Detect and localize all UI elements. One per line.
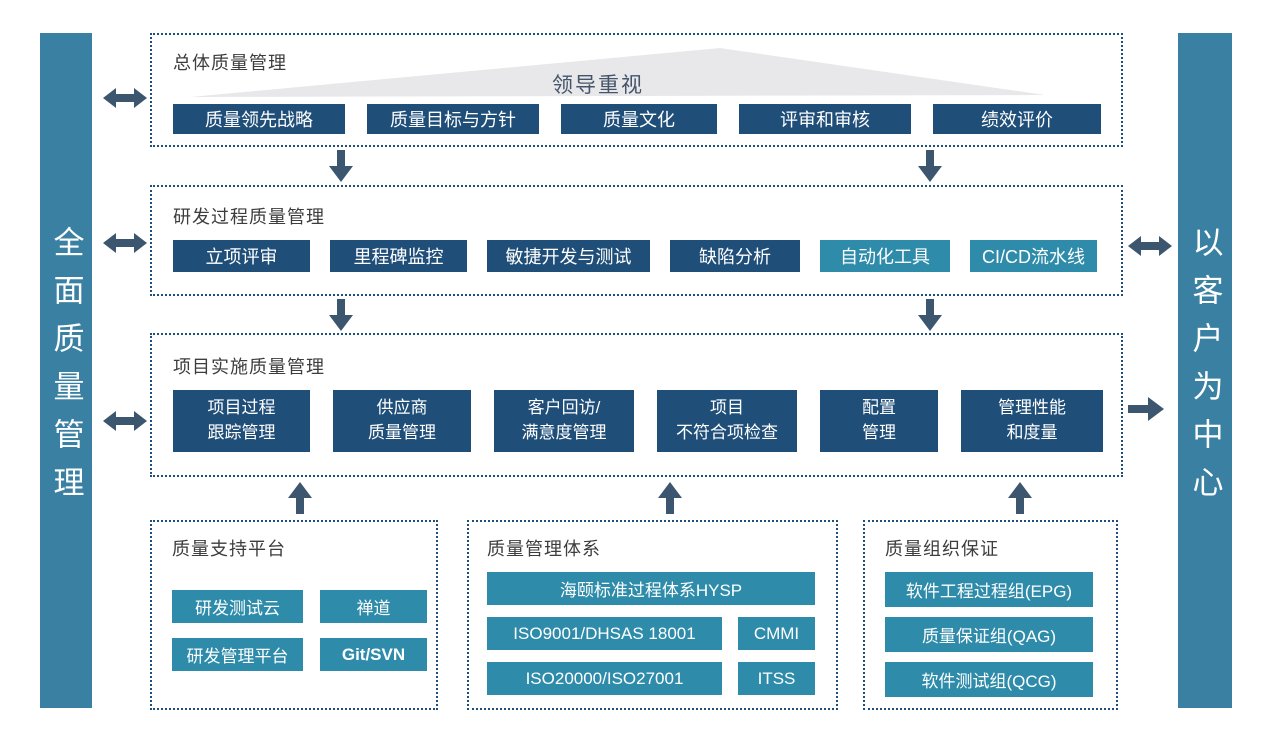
block-supplier-quality: 供应商 质量管理 (333, 390, 471, 452)
block-line: 跟踪管理 (207, 423, 276, 442)
panel-project-implementation-quality: 项目实施质量管理 项目过程 跟踪管理 供应商 质量管理 客户回访/ 满意度管理 … (150, 333, 1123, 477)
block-project-initiation-review: 立项评审 (173, 240, 310, 272)
panel-rnd-title: 研发过程质量管理 (173, 207, 325, 227)
overall-items-row: 质量领先战略 质量目标与方针 质量文化 评审和审核 绩效评价 (173, 104, 1101, 134)
block-line: 和度量 (1006, 423, 1058, 442)
block-project-process-tracking: 项目过程 跟踪管理 (173, 390, 310, 452)
system-row-2: ISO20000/ISO27001 ITSS (487, 662, 815, 695)
rnd-items-row: 立项评审 里程碑监控 敏捷开发与测试 缺陷分析 自动化工具 CI/CD流水线 (173, 240, 1097, 272)
org-row-1: 软件工程过程组(EPG) (885, 572, 1093, 607)
block-iso20000-iso27001: ISO20000/ISO27001 (487, 662, 722, 695)
block-line: 不符合项检查 (676, 423, 778, 442)
block-nonconformance-check: 项目 不符合项检查 (657, 390, 797, 452)
block-line: 满意度管理 (521, 423, 607, 442)
down-arrow-icon (918, 150, 942, 182)
block-performance-measurement: 管理性能 和度量 (961, 390, 1103, 452)
block-rnd-management-platform: 研发管理平台 (172, 638, 303, 671)
up-arrow-icon (658, 482, 682, 514)
platform-row-1: 研发测试云 禅道 (172, 590, 427, 623)
block-iso9001-dhsas: ISO9001/DHSAS 18001 (487, 617, 722, 650)
down-arrow-icon (329, 150, 353, 182)
double-arrow-icon (103, 409, 147, 433)
block-line: 配置 (862, 398, 896, 418)
block-performance-evaluation: 绩效评价 (933, 104, 1101, 134)
double-arrow-icon (103, 231, 147, 255)
block-line: 管理 (862, 423, 896, 442)
panel-platform-title: 质量支持平台 (172, 539, 286, 559)
leadership-banner: 领导重视 (552, 74, 644, 97)
right-bar-customer-centric: 以客户为中心 (1178, 33, 1232, 708)
block-line: 供应商 (376, 398, 428, 418)
right-bar-label: 以客户为中心 (1187, 226, 1223, 515)
block-milestone-monitoring: 里程碑监控 (330, 240, 467, 272)
panel-quality-organization-assurance: 质量组织保证 软件工程过程组(EPG) 质量保证组(QAG) 软件测试组(QCG… (863, 520, 1118, 710)
block-defect-analysis: 缺陷分析 (670, 240, 800, 272)
up-arrow-icon (288, 482, 312, 514)
block-git-svn: Git/SVN (320, 638, 427, 671)
panel-quality-management-system: 质量管理体系 海颐标准过程体系HYSP ISO9001/DHSAS 18001 … (467, 520, 838, 710)
double-arrow-icon (103, 86, 147, 110)
block-epg-group: 软件工程过程组(EPG) (885, 572, 1093, 607)
leadership-triangle-shape (190, 48, 1045, 97)
down-arrow-icon (918, 299, 942, 331)
block-line: 客户回访/ (527, 398, 601, 418)
panel-org-title: 质量组织保证 (885, 539, 999, 559)
block-agile-dev-testing: 敏捷开发与测试 (487, 240, 650, 272)
block-line: 项目 (710, 398, 744, 418)
block-line: 质量管理 (368, 423, 436, 442)
block-configuration-management: 配置 管理 (820, 390, 938, 452)
block-line: 项目过程 (207, 398, 276, 418)
system-row-main: 海颐标准过程体系HYSP (487, 572, 815, 605)
org-row-3: 软件测试组(QCG) (885, 662, 1093, 697)
block-rnd-test-cloud: 研发测试云 (172, 590, 303, 623)
platform-row-2: 研发管理平台 Git/SVN (172, 638, 427, 671)
system-row-1: ISO9001/DHSAS 18001 CMMI (487, 617, 815, 650)
block-line: 管理性能 (998, 398, 1066, 418)
block-itss: ITSS (738, 662, 815, 695)
block-qag-group: 质量保证组(QAG) (885, 617, 1093, 652)
project-items-row: 项目过程 跟踪管理 供应商 质量管理 客户回访/ 满意度管理 项目 不符合项检查… (173, 390, 1103, 452)
panel-overall-title: 总体质量管理 (173, 53, 287, 73)
panel-system-title: 质量管理体系 (487, 539, 601, 559)
block-quality-culture: 质量文化 (561, 104, 717, 134)
block-review-audit: 评审和审核 (739, 104, 911, 134)
block-customer-visit-satisfaction: 客户回访/ 满意度管理 (494, 390, 634, 452)
block-automation-tools: 自动化工具 (820, 240, 950, 272)
left-bar-total-quality: 全面质量管理 (40, 33, 92, 708)
panel-overall-quality: 总体质量管理 领导重视 质量领先战略 质量目标与方针 质量文化 评审和审核 绩效… (150, 33, 1123, 147)
left-bar-label: 全面质量管理 (48, 226, 84, 515)
panel-quality-support-platform: 质量支持平台 研发测试云 禅道 研发管理平台 Git/SVN (150, 520, 438, 710)
double-arrow-icon (1128, 234, 1172, 258)
block-quality-leading-strategy: 质量领先战略 (173, 104, 345, 134)
block-hysp-standard-process: 海颐标准过程体系HYSP (487, 572, 815, 605)
right-arrow-icon (1128, 397, 1164, 421)
up-arrow-icon (1008, 482, 1032, 514)
block-quality-goals-policy: 质量目标与方针 (367, 104, 539, 134)
org-row-2: 质量保证组(QAG) (885, 617, 1093, 652)
block-cmmi: CMMI (738, 617, 815, 650)
down-arrow-icon (329, 299, 353, 331)
block-qcg-group: 软件测试组(QCG) (885, 662, 1093, 697)
block-zentao: 禅道 (320, 590, 427, 623)
block-cicd-pipeline: CI/CD流水线 (970, 240, 1097, 272)
panel-project-title: 项目实施质量管理 (173, 357, 325, 377)
panel-rnd-process-quality: 研发过程质量管理 立项评审 里程碑监控 敏捷开发与测试 缺陷分析 自动化工具 C… (150, 185, 1123, 296)
